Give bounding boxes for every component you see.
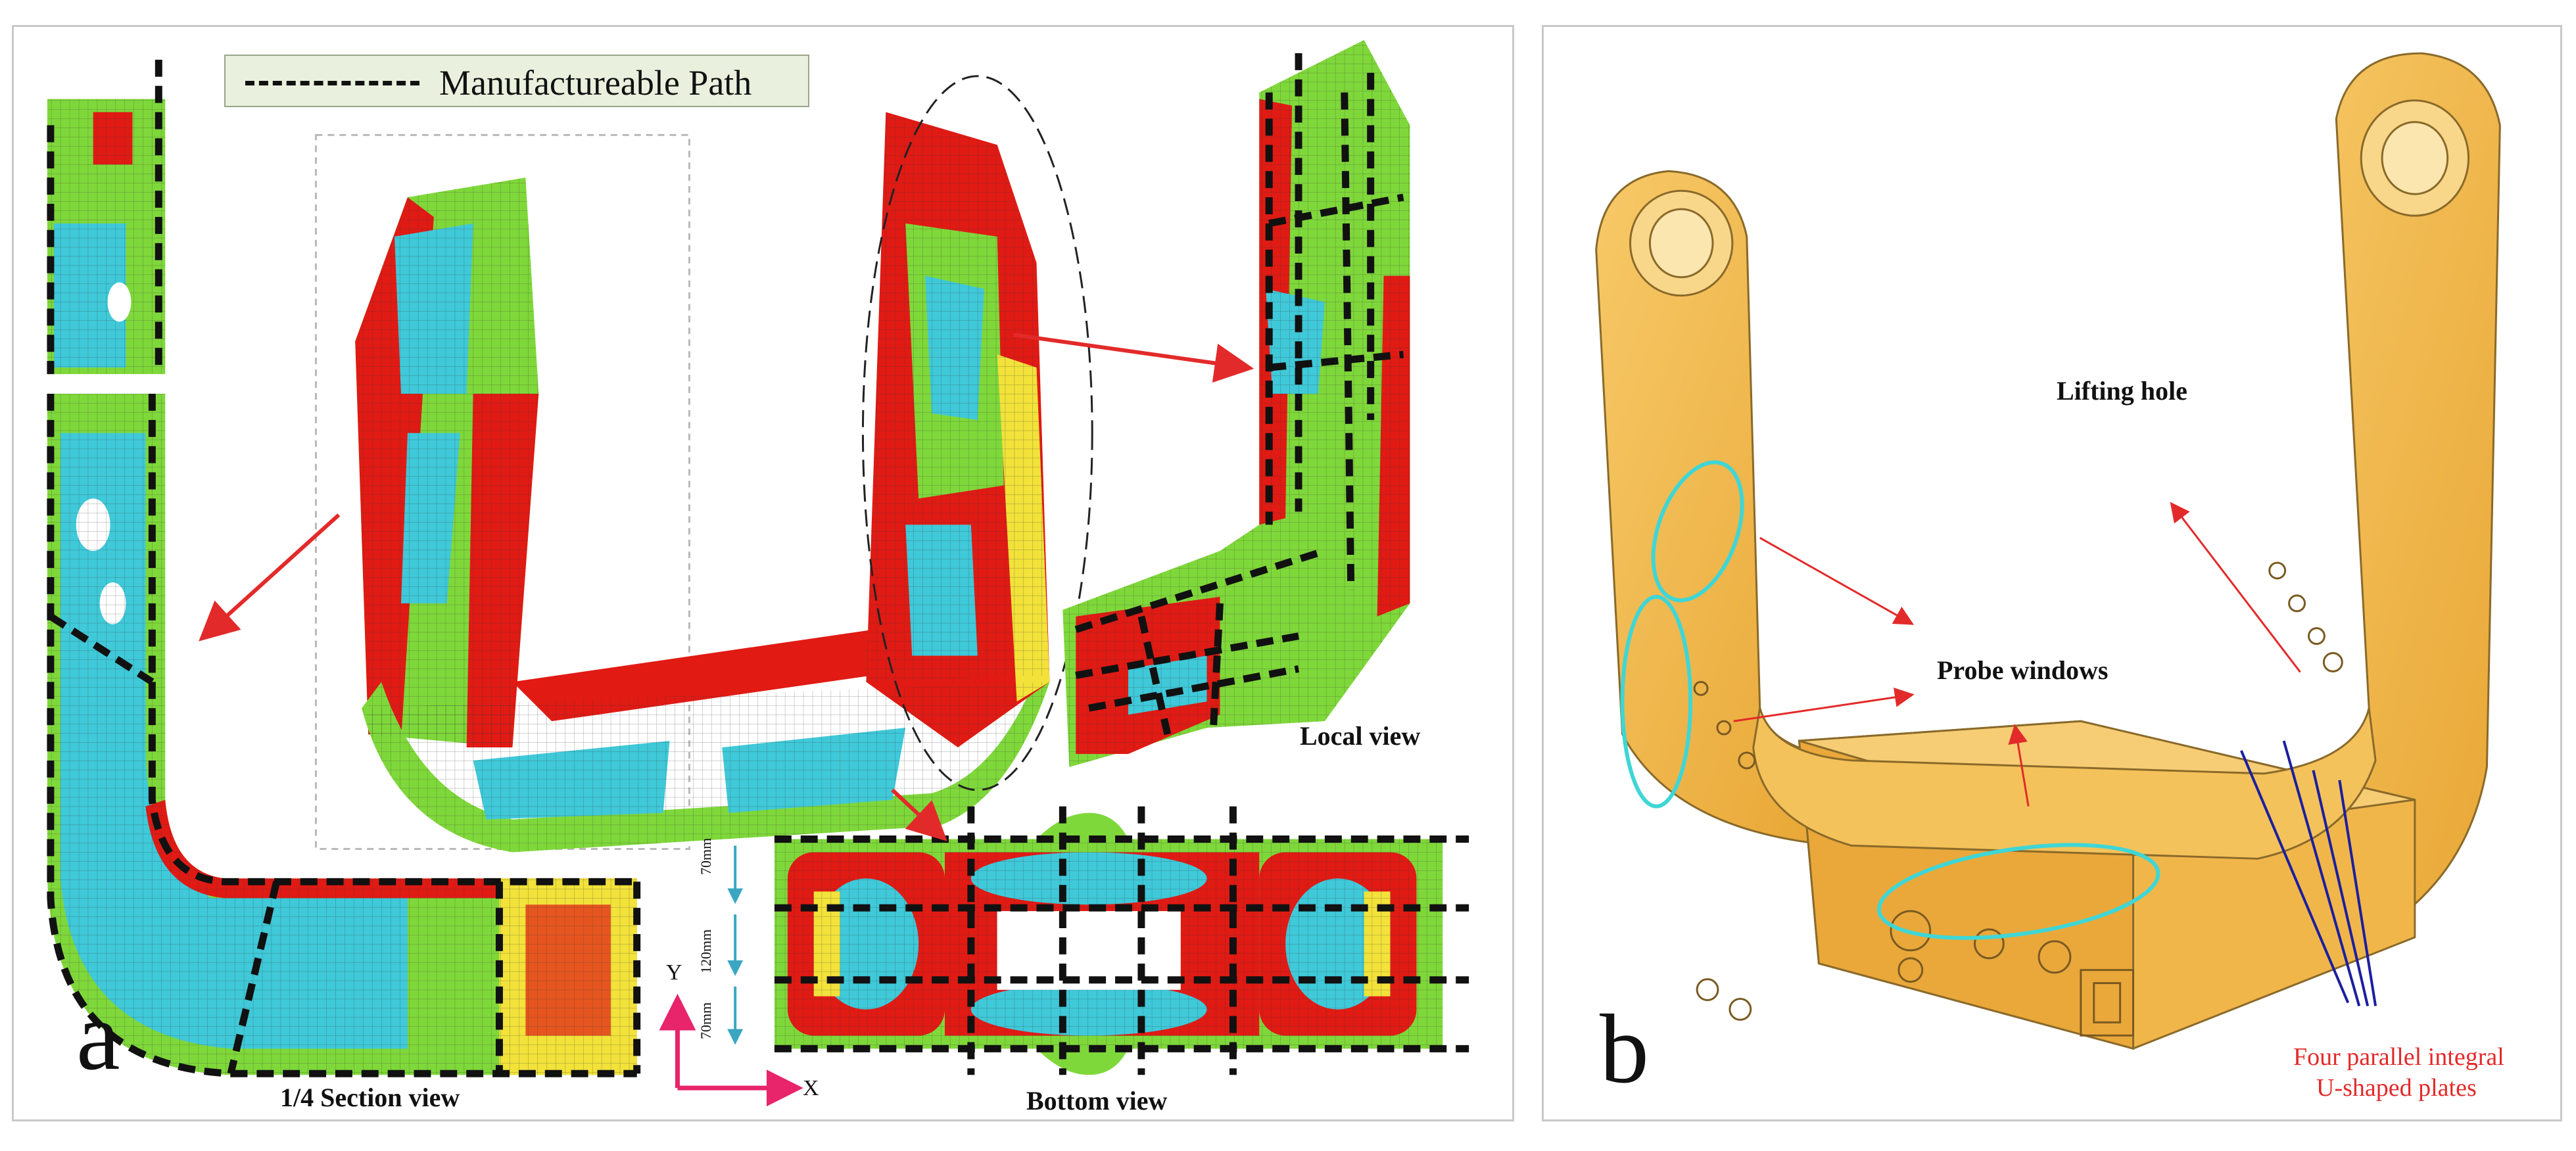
plates-label-line1: Four parallel integral xyxy=(2293,1043,2504,1071)
lifting-hole-label: Lifting hole xyxy=(2057,376,2187,406)
highlight-ellipse xyxy=(861,75,1093,791)
callout-arrows xyxy=(1733,502,2301,807)
legend: Manufactureable Path xyxy=(224,55,809,107)
u-frame-illustration xyxy=(1595,52,2501,1050)
plates-label-line2: U-shaped plates xyxy=(2316,1074,2477,1102)
topology-mesh-illustration xyxy=(47,39,1469,1107)
dimension-label-middle: 120mm xyxy=(698,929,714,974)
axis-label-x: X xyxy=(803,1076,819,1100)
axis-label-y: Y xyxy=(666,960,682,985)
panel-letter-a: a xyxy=(76,981,120,1091)
section-view-label: 1/4 Section view xyxy=(280,1083,460,1112)
panel-a: Manufactureable Path a 1/4 Section view … xyxy=(12,25,1514,1121)
panel-letter-b: b xyxy=(1600,995,1649,1104)
local-view-path xyxy=(1074,53,1404,736)
dimension-label-bottom: 70mm xyxy=(698,1002,714,1039)
frame-holes xyxy=(1693,561,2343,1037)
local-view-mesh xyxy=(1062,39,1410,767)
local-view-label: Local view xyxy=(1300,721,1421,751)
bottom-view-label: Bottom view xyxy=(1026,1086,1168,1116)
bottom-view-path xyxy=(774,806,1469,1075)
probe-windows-label: Probe windows xyxy=(1937,655,2109,685)
section-view-path xyxy=(47,59,641,1077)
bottom-view-mesh xyxy=(774,812,1443,1075)
plate-pointer-lines xyxy=(2240,740,2377,1006)
probe-window-highlights xyxy=(1620,460,2160,940)
legend-dash-swatch xyxy=(245,81,419,85)
pointer-arrows xyxy=(199,333,1254,841)
center-view-mesh xyxy=(355,112,1050,853)
axis-indicator xyxy=(659,993,803,1107)
panel-b: b Lifting hole Probe windows Four parall… xyxy=(1542,25,2562,1121)
dimension-label-top: 70mm xyxy=(698,837,714,875)
section-view-mesh xyxy=(47,99,637,1075)
legend-label: Manufactureable Path xyxy=(439,63,752,103)
